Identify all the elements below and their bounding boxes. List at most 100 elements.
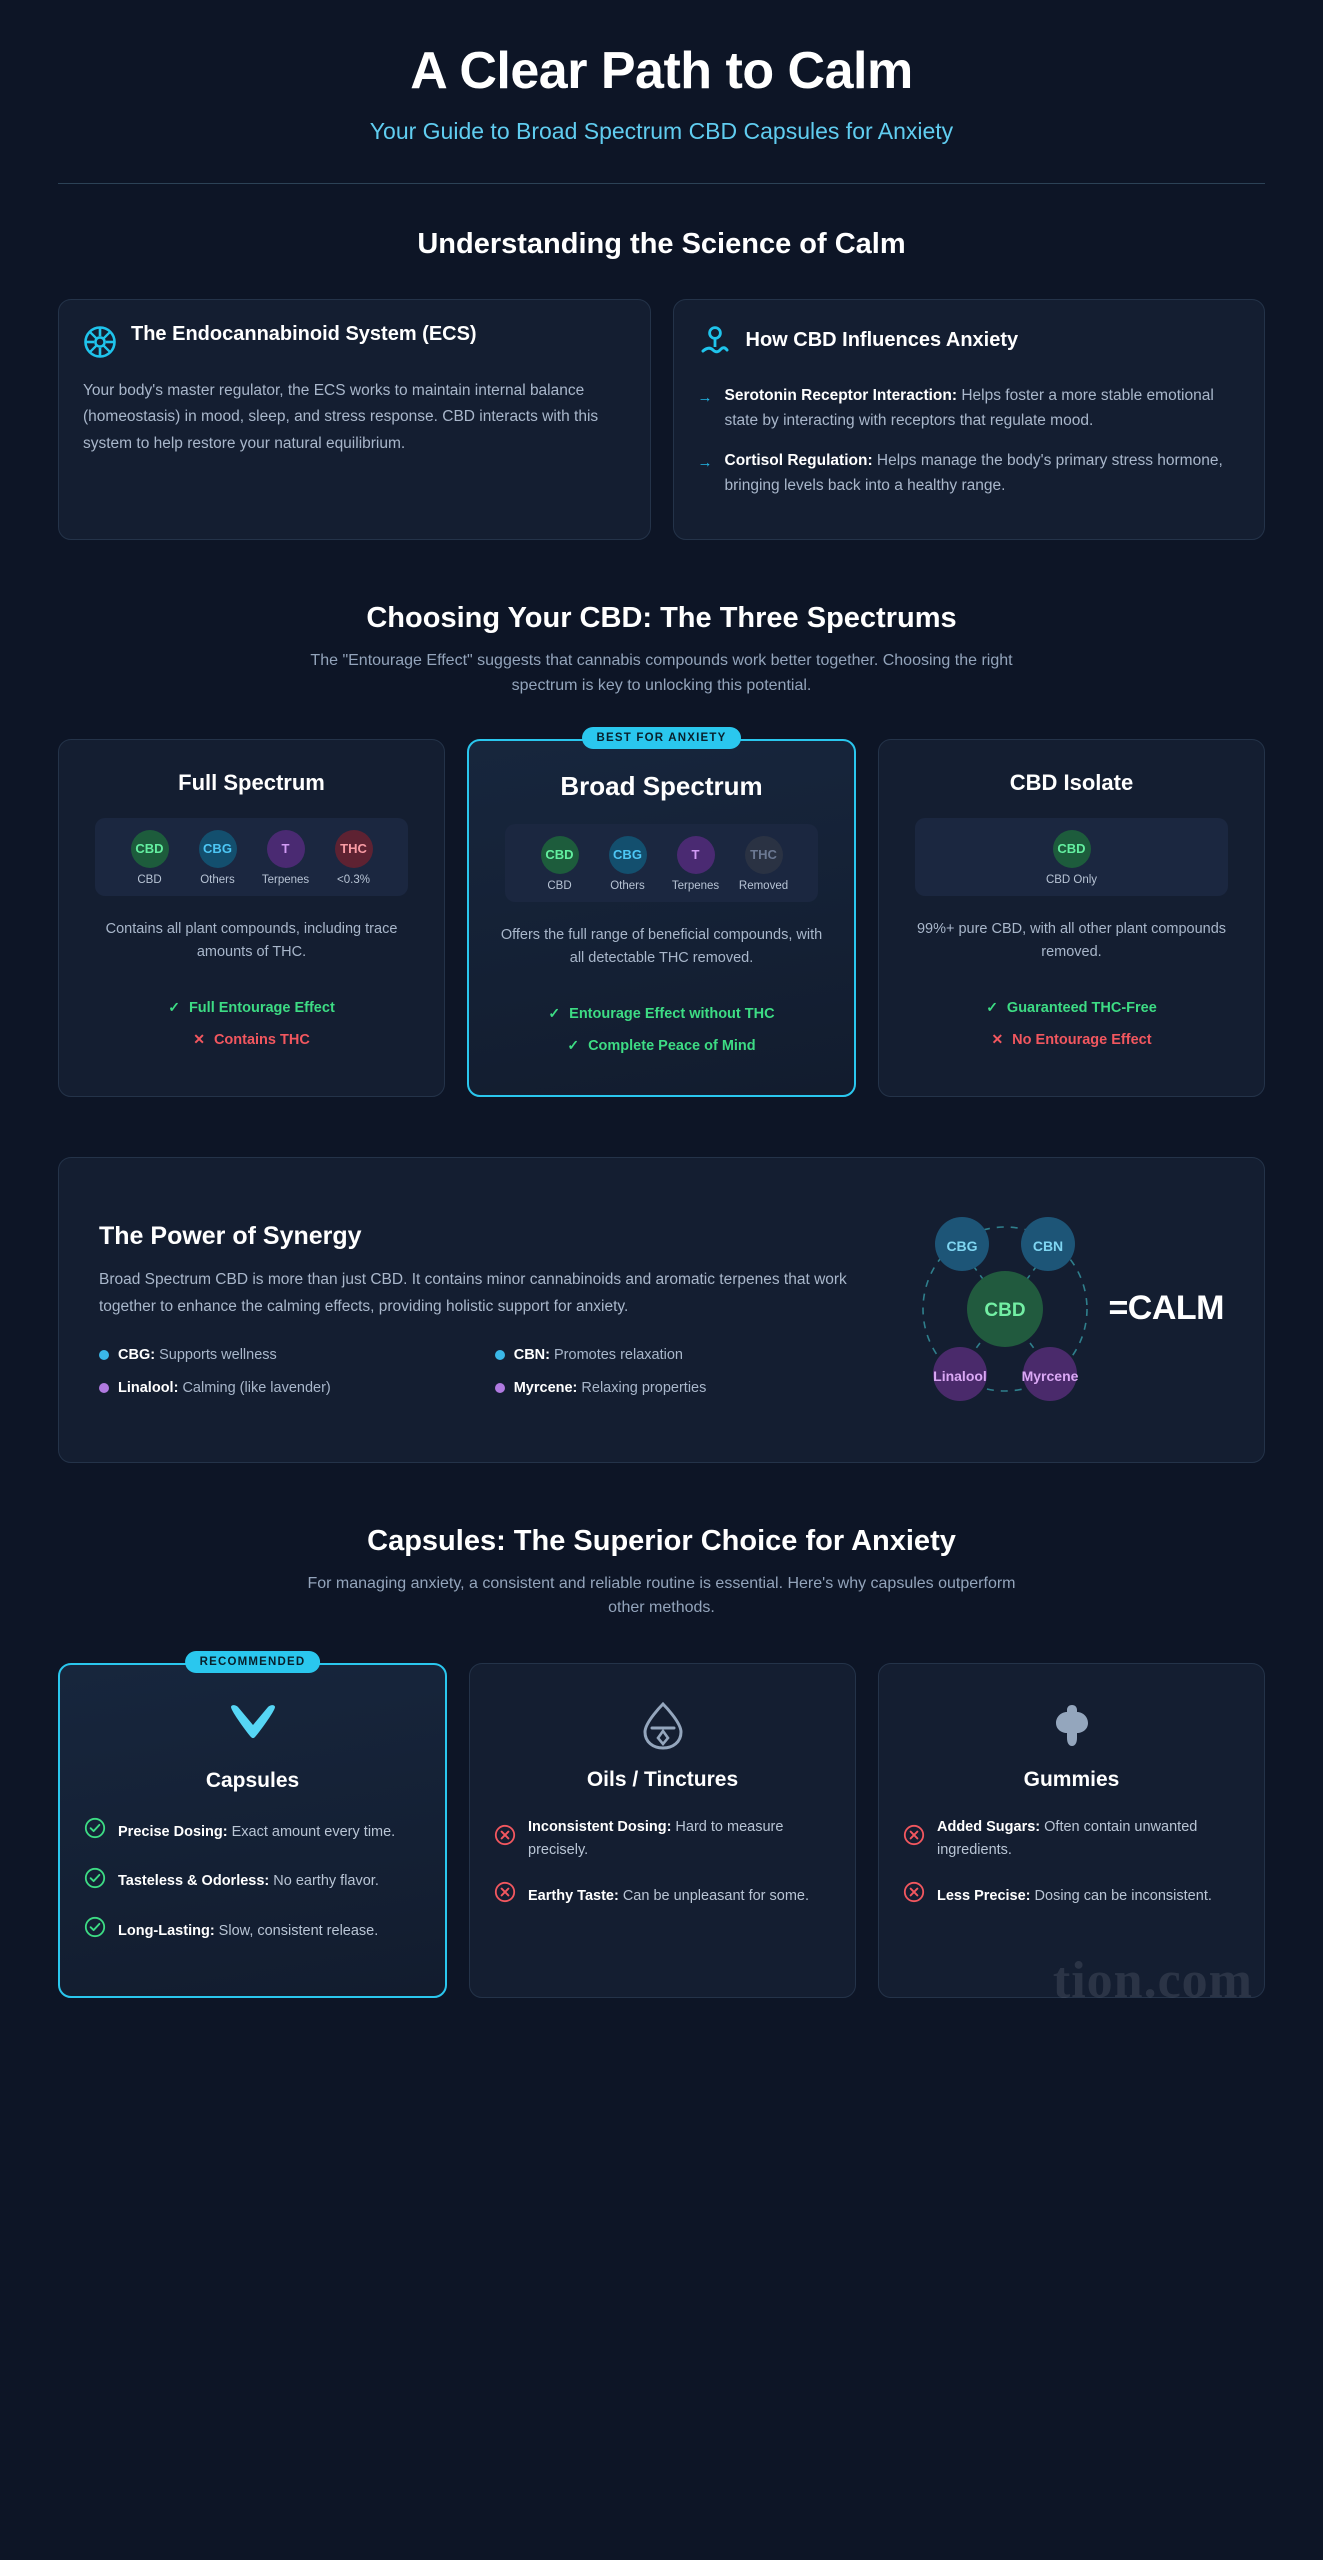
molecule-badge: T Terpenes <box>256 829 316 886</box>
ecs-card-header: The Endocannabinoid System (ECS) <box>83 322 626 364</box>
molecule-label: Others <box>200 873 235 886</box>
molecule-circle: CBD <box>1052 829 1091 868</box>
spectrum-point: ✓ Entourage Effect without THC <box>491 1004 832 1024</box>
check-circle-icon <box>84 1867 106 1896</box>
method-card-title: Oils / Tinctures <box>586 1768 739 1792</box>
method-card-gummies[interactable]: Gummies Added Sugars: Often contain unwa… <box>878 1663 1265 1998</box>
legend-term: Linalool: <box>118 1379 179 1396</box>
cross-circle-icon <box>903 1824 925 1853</box>
spectrum-point-text: No Entourage Effect <box>1012 1032 1152 1049</box>
legend-text: Promotes relaxation <box>554 1346 683 1363</box>
cross-circle-icon <box>494 1881 516 1910</box>
method-points: Precise Dosing: Exact amount every time.… <box>84 1817 421 1945</box>
molecule-label: Terpenes <box>261 873 310 886</box>
legend-text: Relaxing properties <box>581 1379 707 1396</box>
spectrum-card-broad[interactable]: BEST FOR ANXIETY Broad Spectrum CBD CBD … <box>467 726 856 1097</box>
method-point-text: Dosing can be inconsistent. <box>1030 1887 1212 1904</box>
capsules-section: Capsules: The Superior Choice for Anxiet… <box>0 1525 1323 1998</box>
synergy-molecule-diagram: CBD CBG CBN Linalool Myrcene <box>922 1216 1089 1401</box>
check-icon: ✓ <box>168 998 180 1015</box>
method-point-term: Tasteless & Odorless: <box>118 1873 270 1890</box>
spectrum-card-row: Full Spectrum CBD CBD CBG Others T Terpe… <box>58 726 1265 1097</box>
spectrum-card-title: CBD Isolate <box>1009 769 1134 795</box>
molecule-circle: THC <box>334 829 373 868</box>
science-card-row: The Endocannabinoid System (ECS) Your bo… <box>58 298 1265 540</box>
molecule-label: CBD Only <box>1045 873 1098 886</box>
molecule-circle: THC <box>744 835 783 874</box>
spectrum-section-title: Choosing Your CBD: The Three Spectrums <box>366 601 957 634</box>
method-point: Inconsistent Dosing: Hard to measure pre… <box>494 1816 831 1861</box>
method-point-text: Exact amount every time. <box>227 1823 396 1840</box>
method-point-term: Less Precise: <box>937 1887 1031 1904</box>
spectrum-card-title: Full Spectrum <box>178 769 325 795</box>
spectrum-card-description: 99%+ pure CBD, with all other plant comp… <box>916 920 1227 960</box>
molecule-circle: T <box>266 829 305 868</box>
method-point-term: Inconsistent Dosing: <box>528 1819 672 1836</box>
molecule-badge: CBG Others <box>188 829 248 886</box>
ecs-card-title: The Endocannabinoid System (ECS) <box>131 322 477 345</box>
check-icon: ✓ <box>567 1037 580 1054</box>
molecule-badge-blocked: THC Removed <box>734 835 794 892</box>
molecule-badge: T Terpenes <box>666 835 726 892</box>
method-card-capsules[interactable]: RECOMMENDED Capsules Precise Dosing: Exa… <box>58 1651 447 1998</box>
anxiety-bullet: → Serotonin Receptor Interaction: Helps … <box>698 384 1241 434</box>
spectrum-point: ✓ Full Entourage Effect <box>81 998 422 1018</box>
method-point-text: Slow, consistent release. <box>214 1922 379 1939</box>
molecule-label: <0.3% <box>337 873 370 886</box>
synergy-text-column: The Power of Synergy Broad Spectrum CBD … <box>99 1222 880 1396</box>
spectrum-points: ✓ Full Entourage Effect ✕ Contains THC <box>81 998 422 1051</box>
capsules-section-title: Capsules: The Superior Choice for Anxiet… <box>367 1524 956 1557</box>
diagram-center-label: CBD <box>985 1300 1026 1321</box>
gummy-icon <box>903 1700 1240 1756</box>
method-point: Long-Lasting: Slow, consistent release. <box>84 1916 421 1945</box>
spectrum-card-description: Contains all plant compounds, including … <box>105 920 398 960</box>
spectrum-point-text: Entourage Effect without THC <box>569 1005 775 1022</box>
molecule-circle: CBD <box>130 829 169 868</box>
molecule-badge: CBG Others <box>598 835 658 892</box>
legend-text: Supports wellness <box>159 1346 277 1363</box>
method-point-text: Can be unpleasant for some. <box>618 1887 810 1904</box>
spectrum-card-isolate[interactable]: CBD Isolate CBD CBD Only 99%+ pure CBD, … <box>878 738 1265 1097</box>
spectrum-point-text: Full Entourage Effect <box>188 999 335 1016</box>
method-point-text: Hard to measure precisely. <box>528 1819 784 1858</box>
calm-result-label: =CALM <box>1108 1289 1224 1328</box>
method-point-term: Precise Dosing: <box>118 1823 228 1840</box>
method-point-term: Long-Lasting: <box>118 1922 215 1939</box>
anxiety-bullet: → Cortisol Regulation: Helps manage the … <box>698 449 1241 499</box>
legend-dot-icon <box>99 1382 109 1393</box>
legend-term: CBG: <box>118 1346 156 1363</box>
brain-signal-icon <box>698 325 732 364</box>
method-point: Earthy Taste: Can be unpleasant for some… <box>494 1881 831 1910</box>
diagram-node-label: Myrcene <box>1022 1368 1079 1384</box>
arrow-right-icon: → <box>697 454 713 472</box>
bullet-text: Helps manage the body's primary stress h… <box>724 452 1223 495</box>
science-section-title: Understanding the Science of Calm <box>417 227 906 260</box>
anxiety-bullet-list: → Serotonin Receptor Interaction: Helps … <box>698 384 1241 499</box>
page-header: A Clear Path to Calm Your Guide to Broad… <box>0 0 1323 145</box>
check-icon: ✓ <box>986 998 998 1015</box>
legend-item: CBG: Supports wellness <box>99 1347 485 1363</box>
method-point-text: Often contain unwanted ingredients. <box>937 1819 1198 1858</box>
page-title: A Clear Path to Calm <box>410 42 913 100</box>
spectrum-section: Choosing Your CBD: The Three Spectrums T… <box>0 602 1323 1097</box>
synergy-title: The Power of Synergy <box>99 1221 362 1250</box>
spectrum-section-sub: The "Entourage Effect" suggests that can… <box>310 651 1013 694</box>
molecule-badge: THC <0.3% <box>324 829 384 886</box>
spectrum-point-text: Complete Peace of Mind <box>588 1038 756 1055</box>
method-point-text: No earthy flavor. <box>269 1873 379 1890</box>
header-divider <box>58 182 1265 184</box>
legend-dot-icon <box>494 1349 505 1360</box>
diagram-node-label: CBG <box>947 1238 978 1254</box>
recommended-badge: RECOMMENDED <box>184 1651 321 1674</box>
legend-dot-icon <box>494 1382 505 1393</box>
spectrum-card-full[interactable]: Full Spectrum CBD CBD CBG Others T Terpe… <box>58 738 445 1097</box>
method-point: Tasteless & Odorless: No earthy flavor. <box>84 1867 421 1896</box>
science-section: Understanding the Science of Calm <box>0 228 1323 540</box>
molecule-strip: CBD CBD CBG Others T Terpenes THC Remove… <box>505 823 818 902</box>
diagram-node-label: CBN <box>1033 1238 1063 1254</box>
cross-icon: ✕ <box>991 1031 1004 1048</box>
ecs-card-body: Your body's master regulator, the ECS wo… <box>83 381 599 453</box>
spectrum-point: ✕ No Entourage Effect <box>901 1030 1242 1050</box>
capsules-section-sub: For managing anxiety, a consistent and r… <box>307 1574 1016 1617</box>
method-card-oils[interactable]: Oils / Tinctures Inconsistent Dosing: Ha… <box>469 1663 856 1998</box>
